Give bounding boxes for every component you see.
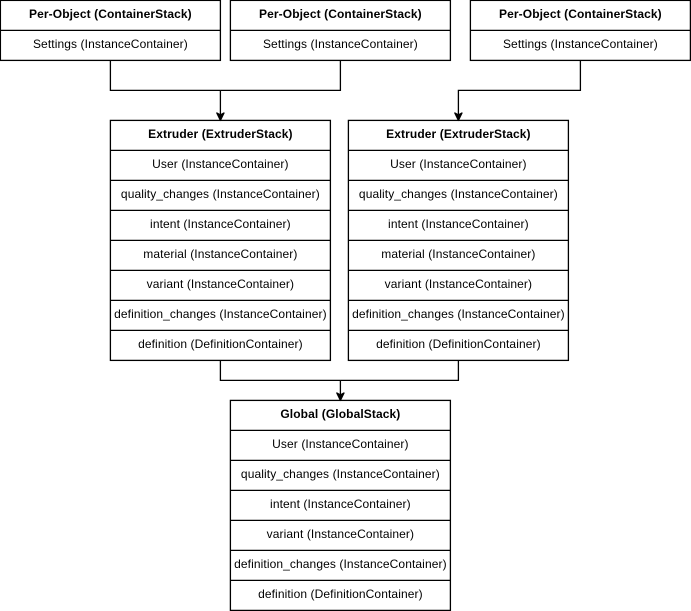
svg-text:intent (InstanceContainer): intent (InstanceContainer) xyxy=(150,217,291,231)
svg-text:quality_changes (InstanceConta: quality_changes (InstanceContainer) xyxy=(241,467,440,481)
svg-text:material (InstanceContainer): material (InstanceContainer) xyxy=(381,247,535,261)
svg-text:Extruder (ExtruderStack): Extruder (ExtruderStack) xyxy=(386,127,530,141)
svg-text:definition_changes (InstanceCo: definition_changes (InstanceContainer) xyxy=(114,307,327,321)
svg-text:Global (GlobalStack): Global (GlobalStack) xyxy=(280,407,400,421)
svg-text:definition_changes (InstanceCo: definition_changes (InstanceContainer) xyxy=(234,557,447,571)
svg-text:intent (InstanceContainer): intent (InstanceContainer) xyxy=(270,497,411,511)
svg-text:User (InstanceContainer): User (InstanceContainer) xyxy=(390,157,526,171)
svg-text:definition (DefinitionContaine: definition (DefinitionContainer) xyxy=(376,337,541,351)
svg-text:definition (DefinitionContaine: definition (DefinitionContainer) xyxy=(258,587,423,601)
svg-text:intent (InstanceContainer): intent (InstanceContainer) xyxy=(388,217,529,231)
svg-text:definition (DefinitionContaine: definition (DefinitionContainer) xyxy=(138,337,303,351)
svg-text:Settings (InstanceContainer): Settings (InstanceContainer) xyxy=(503,37,658,51)
svg-text:Settings (InstanceContainer): Settings (InstanceContainer) xyxy=(263,37,418,51)
svg-text:variant (InstanceContainer): variant (InstanceContainer) xyxy=(267,527,414,541)
svg-text:Per-Object (ContainerStack): Per-Object (ContainerStack) xyxy=(29,7,192,21)
svg-text:Settings (InstanceContainer): Settings (InstanceContainer) xyxy=(33,37,188,51)
svg-text:material (InstanceContainer): material (InstanceContainer) xyxy=(143,247,297,261)
svg-text:Per-Object (ContainerStack): Per-Object (ContainerStack) xyxy=(259,7,422,21)
svg-text:variant (InstanceContainer): variant (InstanceContainer) xyxy=(385,277,532,291)
svg-text:definition_changes (InstanceCo: definition_changes (InstanceContainer) xyxy=(352,307,565,321)
svg-text:quality_changes (InstanceConta: quality_changes (InstanceContainer) xyxy=(359,187,558,201)
svg-text:variant (InstanceContainer): variant (InstanceContainer) xyxy=(147,277,294,291)
svg-text:Extruder (ExtruderStack): Extruder (ExtruderStack) xyxy=(148,127,292,141)
svg-text:quality_changes (InstanceConta: quality_changes (InstanceContainer) xyxy=(121,187,320,201)
svg-text:Per-Object (ContainerStack): Per-Object (ContainerStack) xyxy=(499,7,662,21)
svg-text:User (InstanceContainer): User (InstanceContainer) xyxy=(272,437,408,451)
svg-text:User (InstanceContainer): User (InstanceContainer) xyxy=(152,157,288,171)
